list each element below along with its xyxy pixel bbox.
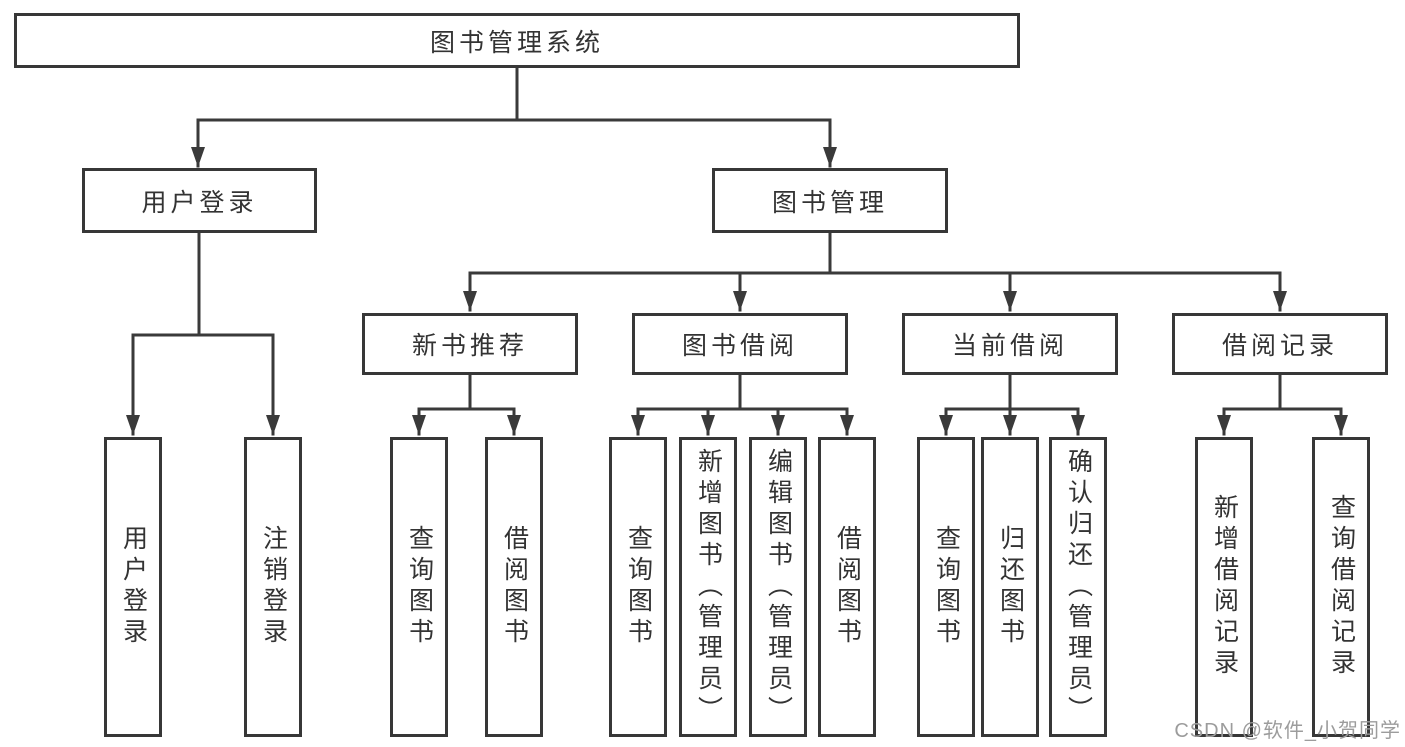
leaf-node-add-books-admin: 新增图书（管理员） <box>679 437 737 737</box>
root-node-label: 图书管理系统 <box>429 28 604 57</box>
connector-user-login <box>126 231 280 436</box>
branch-node-label: 用户登录 <box>141 188 258 217</box>
leaf-node-add-borrow-record: 新增借阅记录 <box>1195 437 1253 737</box>
branch-node-book-management: 图书管理 <box>712 168 948 233</box>
connector-new-book-recommend <box>412 373 521 436</box>
leaf-node-borrow-books: 借阅图书 <box>485 437 543 737</box>
connector-book-management <box>463 231 1287 312</box>
root-node: 图书管理系统 <box>14 13 1020 68</box>
branch-node-borrow-record: 借阅记录 <box>1172 313 1388 375</box>
branch-node-book-borrow: 图书借阅 <box>632 313 848 375</box>
leaf-node-label: 归还图书 <box>996 525 1025 649</box>
leaf-node-edit-books-admin: 编辑图书（管理员） <box>749 437 807 737</box>
branch-node-label: 借阅记录 <box>1221 332 1338 360</box>
branch-node-current-borrow: 当前借阅 <box>902 313 1118 375</box>
leaf-node-query-books-3: 查询图书 <box>917 437 975 737</box>
connector-root <box>191 66 837 168</box>
connector-borrow-record <box>1217 373 1348 436</box>
leaf-node-confirm-return-admin: 确认归还（管理员） <box>1049 437 1107 737</box>
leaf-node-label: 新增图书（管理员） <box>694 447 723 727</box>
leaf-node-label: 查询图书 <box>624 525 653 649</box>
leaf-node-label: 新增借阅记录 <box>1210 494 1239 680</box>
connector-book-borrow <box>631 373 854 436</box>
connector-current-borrow <box>939 373 1085 436</box>
leaf-node-label: 注销登录 <box>259 525 288 649</box>
leaf-node-borrow-books-2: 借阅图书 <box>818 437 876 737</box>
leaf-node-query-books: 查询图书 <box>390 437 448 737</box>
leaf-node-label: 借阅图书 <box>500 525 529 649</box>
branch-node-label: 图书管理 <box>771 188 888 217</box>
leaf-node-label: 确认归还（管理员） <box>1064 447 1093 727</box>
branch-node-user-login: 用户登录 <box>82 168 317 233</box>
leaf-node-label: 查询图书 <box>932 525 961 649</box>
csdn-watermark: CSDN @软件_小贺同学 <box>1174 720 1401 742</box>
leaf-node-user-login: 用户登录 <box>104 437 162 737</box>
leaf-node-query-borrow-record: 查询借阅记录 <box>1312 437 1370 737</box>
branch-node-label: 新书推荐 <box>411 332 528 360</box>
branch-node-label: 当前借阅 <box>951 332 1068 360</box>
branch-node-label: 图书借阅 <box>681 332 798 360</box>
leaf-node-logout: 注销登录 <box>244 437 302 737</box>
leaf-node-query-books-2: 查询图书 <box>609 437 667 737</box>
leaf-node-label: 查询借阅记录 <box>1327 494 1356 680</box>
leaf-node-return-books: 归还图书 <box>981 437 1039 737</box>
leaf-node-label: 查询图书 <box>405 525 434 649</box>
branch-node-new-book-recommend: 新书推荐 <box>362 313 578 375</box>
leaf-node-label: 用户登录 <box>119 525 148 649</box>
leaf-node-label: 编辑图书（管理员） <box>764 447 793 727</box>
leaf-node-label: 借阅图书 <box>833 525 862 649</box>
